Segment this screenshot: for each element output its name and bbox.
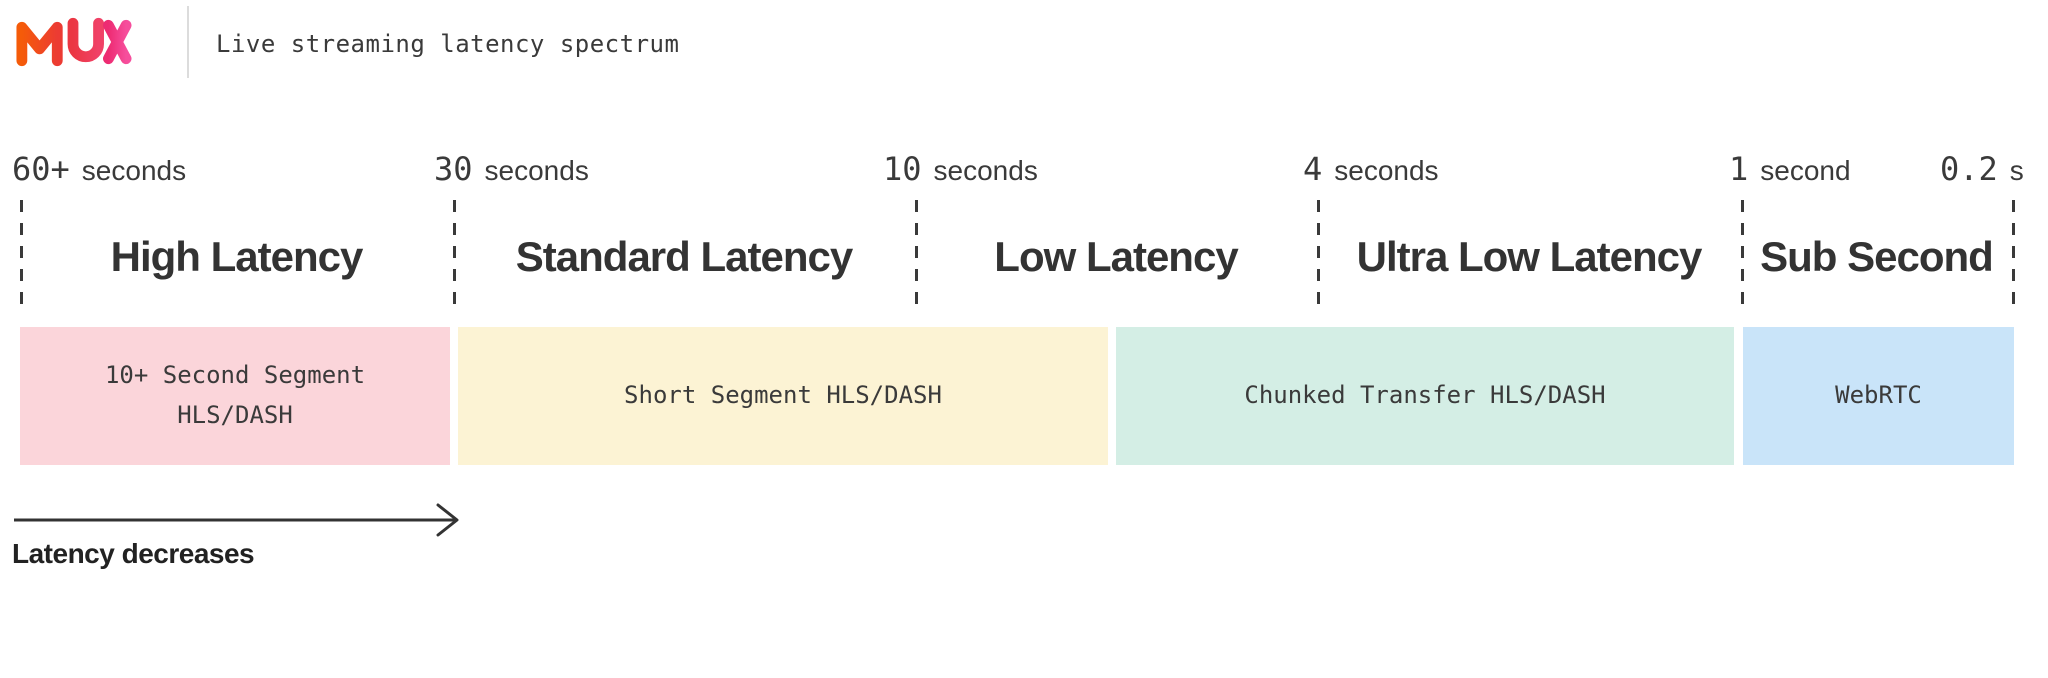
dashed-boundary-line [1317, 200, 1320, 314]
time-marker-unit: seconds [933, 155, 1038, 186]
dashed-boundary-line [2012, 200, 2015, 314]
category-label-sub-second: Sub Second [1760, 233, 1994, 280]
tech-bar-label: Short Segment HLS/DASH [624, 381, 942, 410]
dashed-boundary-line [453, 200, 456, 314]
time-marker-10s: 10 seconds [883, 150, 1038, 188]
time-marker-unit: seconds [1334, 155, 1439, 186]
header-divider [187, 6, 189, 78]
category-label-high-latency: High Latency [110, 233, 364, 280]
time-marker-unit: seconds [81, 155, 187, 186]
time-marker-value: 10 [883, 150, 922, 188]
category-label-low-latency: Low Latency [994, 233, 1238, 280]
time-marker-value: 1 [1729, 150, 1749, 188]
tech-bar-webrtc: WebRTC [1743, 327, 2014, 465]
time-marker-unit: s [2009, 155, 2024, 186]
time-marker-value: 30 [434, 150, 473, 188]
time-marker-30s: 30 seconds [434, 150, 589, 188]
time-marker-value: 4 [1303, 150, 1323, 188]
category-label-ultra-low-latency: Ultra Low Latency [1356, 233, 1703, 280]
dashed-boundary-line [915, 200, 918, 314]
mux-logo-icon [16, 17, 132, 67]
dashed-boundary-line [20, 200, 23, 314]
time-marker-4s: 4 seconds [1303, 150, 1439, 188]
time-marker-value: 0.2 [1940, 150, 1998, 188]
time-marker-value: 60+ [12, 150, 70, 188]
tech-bar-label-line2: HLS/DASH [177, 401, 293, 429]
time-marker-unit: seconds [484, 155, 589, 186]
tech-bar-short-segment-hls-dash: Short Segment HLS/DASH [458, 327, 1108, 465]
time-marker-02s: 0.2 s [1940, 150, 2024, 188]
arrow-caption: Latency decreases [12, 538, 255, 569]
tech-bar-label: WebRTC [1835, 381, 1922, 410]
time-marker-60s: 60+ seconds [12, 150, 186, 188]
tech-bar-label: Chunked Transfer HLS/DASH [1244, 381, 1606, 410]
time-marker-1s: 1 second [1729, 150, 1851, 188]
category-label-standard-latency: Standard Latency [515, 233, 853, 280]
tech-bar-segment-hls-dash: 10+ Second Segment HLS/DASH [20, 327, 450, 465]
dashed-boundary-line [1741, 200, 1744, 314]
tech-bar-label-line1: 10+ Second Segment [104, 361, 366, 390]
tech-bar-chunked-transfer-hls-dash: Chunked Transfer HLS/DASH [1116, 327, 1734, 465]
page-title: Live streaming latency spectrum [216, 30, 680, 58]
arrow-right-icon [14, 503, 459, 537]
time-marker-unit: second [1760, 155, 1851, 186]
